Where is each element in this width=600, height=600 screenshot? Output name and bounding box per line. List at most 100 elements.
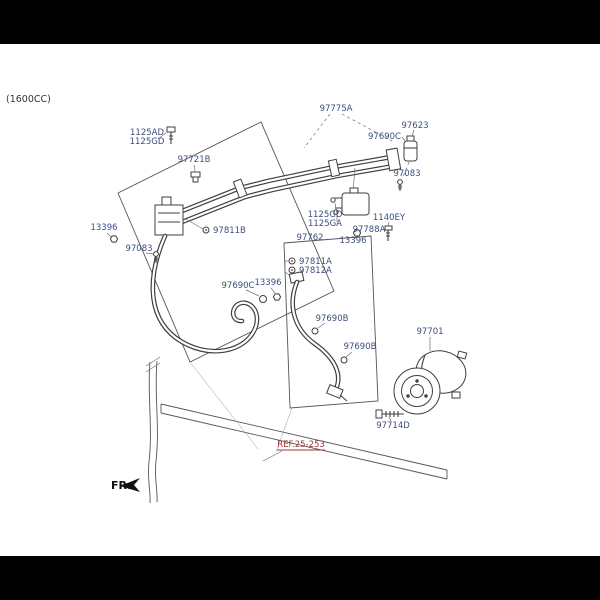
sub-assembly-97762 [245, 257, 353, 402]
body-edge-left [148, 361, 151, 504]
nut-13396-mid [272, 293, 282, 301]
letterbox-bottom [0, 556, 600, 600]
grommet-97721b-top [190, 171, 201, 178]
letterbox-top [0, 0, 600, 44]
ref-link-leader [262, 450, 283, 462]
part-label-97714d: 97714D [376, 421, 410, 431]
expansion-valve-block [154, 196, 184, 236]
pulley-bolt-2 [406, 394, 410, 398]
valve-top-stub [161, 196, 172, 206]
nut-13396-right-leader [354, 235, 357, 240]
nut-13396-mid-leader [270, 287, 276, 294]
nut-13396-left-leader [106, 232, 112, 238]
leader-97775a-right [341, 113, 395, 143]
pipe-assembly [164, 147, 402, 229]
pulley-bolt-1 [415, 379, 419, 383]
oring-97690b-low [340, 356, 348, 364]
bolt-1140ey-shaft [386, 230, 390, 241]
body-bracket [145, 356, 161, 373]
part-label-97083-left: 97083 [125, 244, 152, 254]
nut-13396-left [109, 235, 119, 243]
receiver-drier-97623 [397, 135, 418, 191]
part-label-1125gd: 1125GD [308, 210, 343, 220]
part-label-97762: 97762 [296, 233, 323, 243]
leader-97690c-top [401, 136, 406, 142]
part-label-97812a: 97812A [299, 266, 332, 276]
marker-97811a-dot [291, 260, 293, 262]
bracket-97788a [330, 187, 393, 241]
compressor-lug-bottom [451, 391, 461, 399]
part-label-97690c-low: 97690C [222, 281, 255, 291]
grommet-97721b-bottom [192, 176, 199, 183]
pipe-upper-core [165, 155, 393, 219]
part-label-1140ey: 1140EY [373, 213, 406, 223]
suction-hose-loop [150, 233, 260, 354]
part-label-97811a: 97811A [299, 257, 332, 267]
bolt-97083-left-head [153, 251, 159, 257]
crossmember-strip [160, 403, 448, 480]
bolt-97083-left-shaft [154, 256, 158, 263]
part-label-13396-left: 13396 [90, 223, 117, 233]
part-label-1125ga: 1125GA [308, 219, 342, 229]
compressor-lug-top [456, 350, 468, 360]
valve-body [154, 204, 184, 236]
part-label-97690b-up: 97690B [316, 314, 349, 324]
bolt-97083-right-shaft [398, 184, 402, 191]
bracket-stub [349, 187, 359, 194]
ref-link-group: REF.25-253 [262, 440, 325, 462]
engine-variant-label: (1600CC) [6, 94, 51, 105]
oring-97690b-low-leader [345, 351, 353, 358]
oring-97690c-low [259, 295, 267, 303]
bolt-1125gd-mid [330, 197, 336, 203]
bolt-97714d-leader [388, 416, 392, 422]
bolt-97083-left-leader [145, 252, 154, 255]
part-label-97775a: 97775A [320, 104, 353, 114]
fr-indicator: FR. [111, 478, 140, 492]
marker-97812a-dot [291, 269, 293, 271]
marker-97811b-leader [185, 218, 204, 230]
pipe-mid-fitting [327, 158, 341, 178]
pulley-hub [410, 384, 424, 398]
leader-97775a-left [303, 113, 331, 149]
body-edge-right [155, 360, 158, 503]
oring-97690c-low-leader [245, 289, 260, 297]
pipe-clamp-fitting [232, 178, 248, 199]
compressor-97701 [393, 337, 468, 415]
part-label-97690c-top: 97690C [368, 132, 401, 142]
projection-line-1 [189, 361, 259, 450]
grommet-97721b-leader [193, 164, 196, 172]
bolt-97083-right-head [397, 179, 403, 185]
drier-body [403, 140, 418, 162]
drier-bolt-leader [402, 161, 410, 178]
hose-loop-core [151, 234, 259, 353]
pulley-bolt-3 [424, 394, 428, 398]
pipe-end-fitting [385, 147, 402, 172]
part-label-97701: 97701 [416, 327, 443, 337]
bracket-bolt-leaders [334, 202, 338, 222]
nut-13396-right [352, 229, 362, 237]
bolt-1140ey-leader [387, 221, 390, 227]
part-label-97623: 97623 [401, 121, 428, 131]
bolt-97714d-shaft [382, 411, 404, 417]
sub-detail-box-97762 [283, 235, 379, 409]
ref-link[interactable]: REF.25-253 [277, 440, 325, 450]
bracket-body [341, 192, 370, 216]
bolt-97714d [375, 409, 404, 422]
marker-97811b-dot [205, 229, 207, 231]
fr-label: FR. [111, 479, 131, 492]
hose2-end-fitting [325, 384, 344, 399]
bolt-1125ad-shaft [169, 132, 173, 144]
body-reference-lines [145, 356, 448, 504]
upper-left-fasteners [106, 126, 210, 263]
pipe-lower-core [170, 164, 396, 228]
oring-97690b-up [311, 327, 319, 335]
main-detail-box [117, 121, 335, 363]
part-label-1125gd-top: 1125GD [130, 137, 165, 147]
bolt-97714d-head [375, 409, 383, 419]
part-label-97788a: 97788A [353, 225, 386, 235]
part-label-1125ad: 1125AD [130, 128, 164, 138]
bolt-1125ga [333, 209, 339, 215]
bolt-1125ad-leader [157, 132, 167, 140]
